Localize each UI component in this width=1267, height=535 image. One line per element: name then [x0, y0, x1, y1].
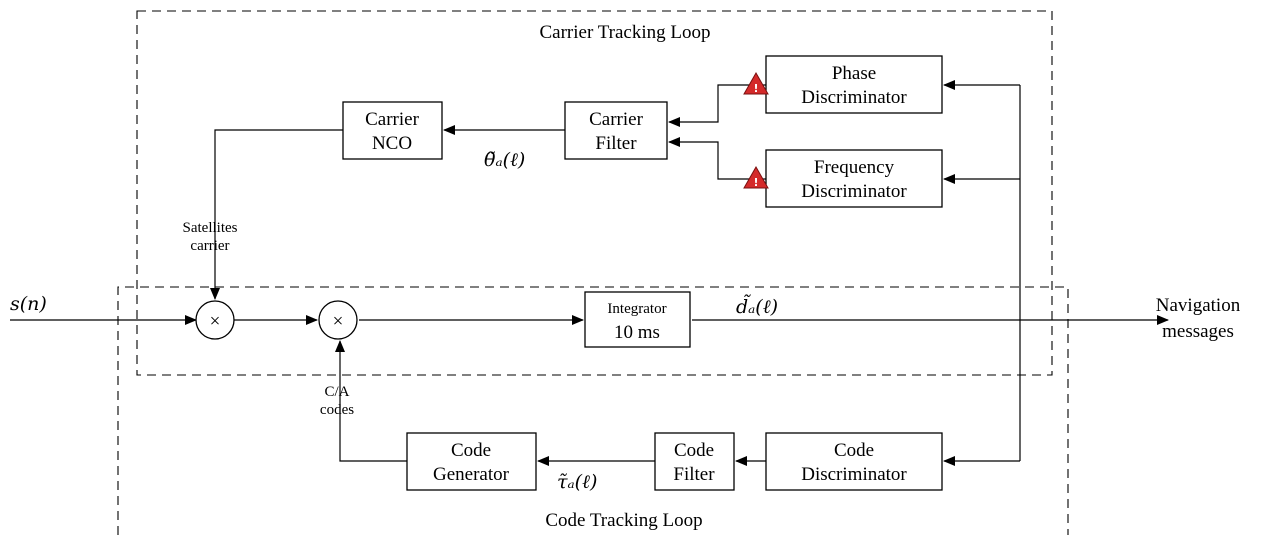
- wires: [10, 80, 1169, 466]
- navigation-messages-label: Navigation messages: [1156, 295, 1241, 342]
- svg-text:C/A: C/A: [324, 384, 349, 400]
- svg-text:!: !: [753, 176, 758, 189]
- svg-text:Discriminator: Discriminator: [801, 87, 907, 108]
- carrier-loop-title: Carrier Tracking Loop: [540, 22, 711, 43]
- input-signal-label: s(n): [10, 293, 47, 315]
- svg-text:NCO: NCO: [372, 133, 412, 154]
- svg-text:×: ×: [210, 311, 221, 332]
- code-discriminator-block: Code Discriminator: [765, 432, 943, 491]
- svg-text:Code: Code: [834, 440, 874, 461]
- mixer-carrier: ×: [195, 300, 235, 340]
- svg-text:carrier: carrier: [190, 238, 229, 254]
- satellites-carrier-label: Satellites carrier: [183, 220, 238, 254]
- svg-text:Carrier: Carrier: [589, 109, 643, 130]
- svg-text:messages: messages: [1162, 321, 1234, 342]
- d-label: d̃ₐ(ℓ): [736, 295, 778, 318]
- gen-to-mixer-wire: [335, 340, 407, 462]
- svg-text:Discriminator: Discriminator: [801, 464, 907, 485]
- warning-icon: !: [743, 165, 769, 189]
- svg-text:Code: Code: [674, 440, 714, 461]
- svg-text:Carrier: Carrier: [365, 109, 419, 130]
- svg-text:Generator: Generator: [433, 464, 510, 485]
- freq-to-filter-wire: [668, 137, 766, 180]
- carrier-filter-block: Carrier Filter: [564, 101, 668, 160]
- svg-text:Integrator: Integrator: [607, 301, 666, 317]
- nco-to-mixer-wire: [210, 129, 343, 300]
- phase-to-filter-wire: [668, 84, 766, 127]
- svg-text:Filter: Filter: [673, 464, 715, 485]
- svg-text:Code: Code: [451, 440, 491, 461]
- svg-text:codes: codes: [320, 402, 354, 418]
- svg-text:!: !: [753, 82, 758, 95]
- svg-text:Navigation: Navigation: [1156, 295, 1241, 316]
- code-filter-block: Code Filter: [654, 432, 735, 491]
- svg-text:×: ×: [333, 311, 344, 332]
- code-loop-boundary: [117, 286, 1069, 535]
- svg-text:Filter: Filter: [595, 133, 637, 154]
- ca-codes-label: C/A codes: [320, 384, 354, 418]
- svg-text:Satellites: Satellites: [183, 220, 238, 236]
- carrier-loop-boundary: [136, 10, 1053, 376]
- warning-icon: !: [743, 71, 769, 95]
- svg-text:10 ms: 10 ms: [614, 322, 660, 343]
- carrier-nco-block: Carrier NCO: [342, 101, 443, 160]
- svg-text:Phase: Phase: [832, 63, 876, 84]
- theta-label: θ̃ₐ(ℓ): [484, 149, 525, 171]
- svg-text:Frequency: Frequency: [814, 157, 895, 178]
- code-loop-title: Code Tracking Loop: [545, 510, 702, 531]
- frequency-discriminator-block: Frequency Discriminator: [765, 149, 943, 208]
- mixer-code: ×: [318, 300, 358, 340]
- svg-text:Discriminator: Discriminator: [801, 181, 907, 202]
- integrator-block: Integrator 10 ms: [584, 291, 691, 348]
- code-generator-block: Code Generator: [406, 432, 537, 491]
- tau-label: τ̃ₐ(ℓ): [557, 471, 597, 493]
- phase-discriminator-block: Phase Discriminator: [765, 55, 943, 114]
